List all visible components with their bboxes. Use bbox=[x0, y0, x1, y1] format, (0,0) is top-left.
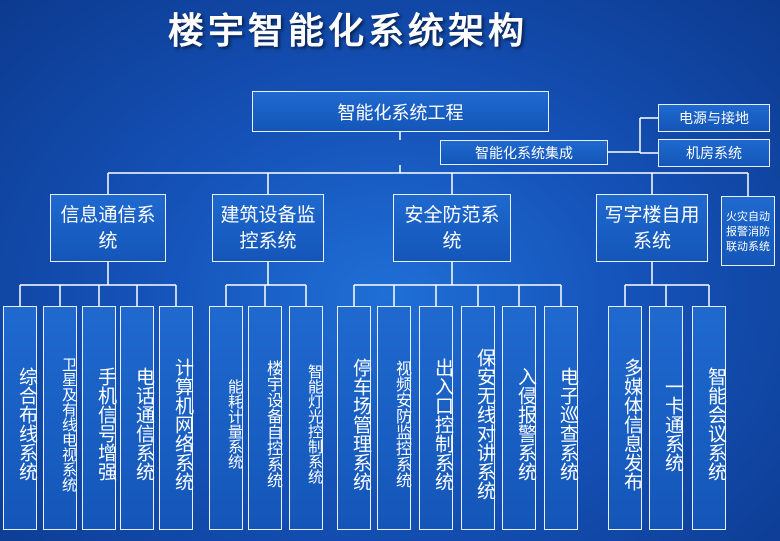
category-fire-alarm: 火灾自动报警消防联动系统 bbox=[721, 196, 775, 266]
root-label: 智能化系统工程 bbox=[337, 102, 464, 124]
leaf-label: 综合布线系统 bbox=[16, 367, 38, 481]
leaf-label: 停车场管理系统 bbox=[350, 357, 372, 491]
leaf-label: 电话通信系统 bbox=[133, 367, 155, 481]
integration-box: 智能化系统集成 bbox=[440, 140, 608, 165]
leaf-label: 计算机网络系统 bbox=[172, 357, 194, 491]
leaf-label: 电子巡查系统 bbox=[557, 367, 579, 481]
leaf-label: 卫星及有线电视系统 bbox=[60, 356, 78, 492]
leaf-access-control: 出入口控制系统 bbox=[419, 306, 454, 530]
leaf-patrol: 电子巡查系统 bbox=[544, 306, 579, 530]
leaf-label: 入侵报警系统 bbox=[515, 367, 537, 481]
leaf-lighting-control: 智能灯光控制系统 bbox=[289, 306, 324, 530]
leaf-label: 视频安防监控系统 bbox=[393, 360, 412, 488]
category-label: 写字楼自用系统 bbox=[604, 204, 700, 252]
leaf-satellite-tv: 卫星及有线电视系统 bbox=[43, 306, 78, 530]
leaf-energy-metering: 能耗计量系统 bbox=[209, 306, 244, 530]
leaf-label: 能耗计量系统 bbox=[226, 379, 244, 469]
machine-room-box: 机房系统 bbox=[658, 139, 770, 167]
category-label: 建筑设备监控系统 bbox=[220, 204, 316, 252]
root-system-box: 智能化系统工程 bbox=[252, 91, 549, 132]
leaf-intrusion-alarm: 入侵报警系统 bbox=[502, 306, 537, 530]
leaf-cabling: 综合布线系统 bbox=[3, 306, 38, 530]
leaf-telephone: 电话通信系统 bbox=[120, 306, 155, 530]
leaf-label: 一卡通系统 bbox=[662, 376, 684, 472]
category-office: 写字楼自用系统 bbox=[596, 194, 708, 262]
leaf-label: 多媒体信息发布 bbox=[621, 357, 643, 491]
leaf-bas: 楼宇设备自控系统 bbox=[248, 306, 283, 530]
power-grounding-box: 电源与接地 bbox=[658, 104, 770, 132]
leaf-label: 智能会议系统 bbox=[705, 367, 727, 481]
page-title: 楼宇智能化系统架构 bbox=[168, 10, 529, 52]
leaf-label: 楼宇设备自控系统 bbox=[264, 360, 283, 488]
leaf-mobile-signal: 手机信号增强 bbox=[82, 306, 117, 530]
category-info-comm: 信息通信系统 bbox=[50, 194, 166, 262]
leaf-label: 保安无线对讲系统 bbox=[474, 348, 496, 500]
integration-label: 智能化系统集成 bbox=[475, 145, 573, 162]
category-label: 安全防范系统 bbox=[404, 204, 500, 252]
power-label: 电源与接地 bbox=[679, 111, 749, 127]
leaf-label: 智能灯光控制系统 bbox=[306, 364, 324, 484]
leaf-intercom: 保安无线对讲系统 bbox=[461, 306, 496, 530]
category-security: 安全防范系统 bbox=[393, 194, 511, 262]
category-label: 信息通信系统 bbox=[60, 204, 156, 252]
leaf-smart-card: 一卡通系统 bbox=[649, 306, 684, 530]
category-building-control: 建筑设备监控系统 bbox=[212, 194, 324, 262]
leaf-media-publishing: 多媒体信息发布 bbox=[608, 306, 643, 530]
category-label: 火灾自动报警消防联动系统 bbox=[726, 209, 770, 253]
leaf-smart-meeting: 智能会议系统 bbox=[692, 306, 727, 530]
leaf-network: 计算机网络系统 bbox=[159, 306, 194, 530]
leaf-parking: 停车场管理系统 bbox=[337, 306, 372, 530]
machine-room-label: 机房系统 bbox=[686, 146, 742, 162]
leaf-cctv: 视频安防监控系统 bbox=[377, 306, 412, 530]
leaf-label: 手机信号增强 bbox=[95, 367, 117, 481]
leaf-label: 出入口控制系统 bbox=[432, 357, 454, 491]
